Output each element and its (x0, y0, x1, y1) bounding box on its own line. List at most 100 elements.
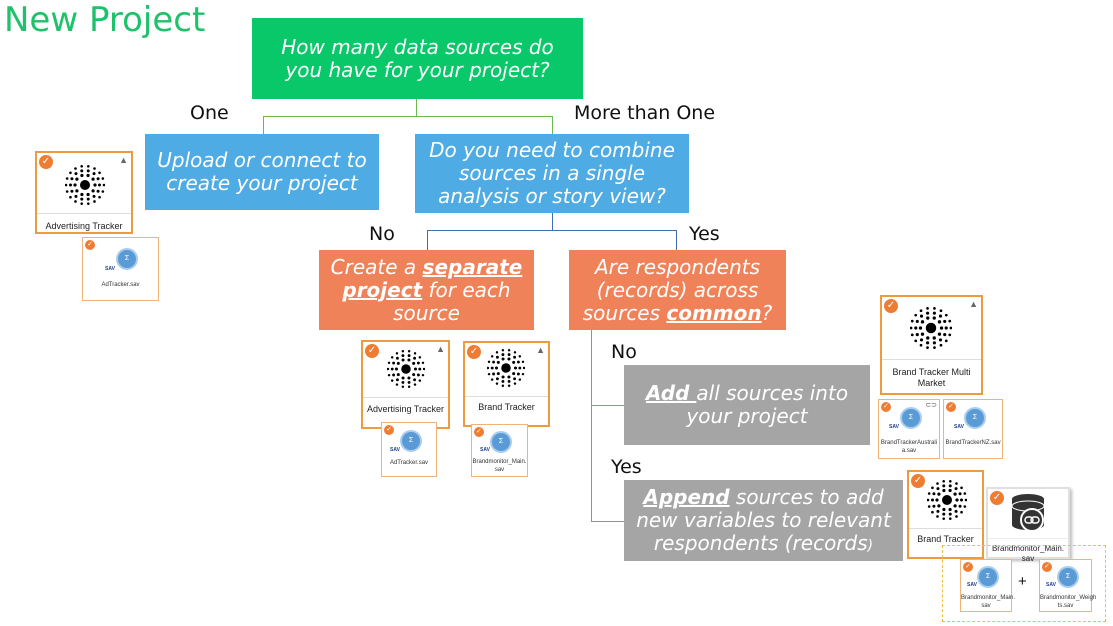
box-text: all sources into (696, 381, 849, 405)
card-divider (465, 396, 548, 397)
file-name-line: a.sav (901, 447, 917, 454)
emphasis-common: common (666, 300, 762, 325)
project-card-brand-tracker[interactable]: ✓ Brand Tracker (907, 470, 984, 559)
spss-file-icon: Σ (964, 407, 986, 429)
project-card-advertising-tracker[interactable]: ✓ ▲ Advertising Tracker (361, 340, 450, 429)
sav-tag: SAV (105, 266, 115, 272)
file-name: BrandTrackerNZ.sav (945, 440, 1001, 446)
card-title: Advertising Tracker (366, 404, 445, 414)
sav-file-card[interactable]: ✓ Σ SAV BrandTrackerNZ.sav (943, 399, 1003, 459)
card-title: Advertising Tracker (45, 221, 123, 231)
sav-tag: SAV (967, 582, 977, 588)
connector-line (263, 116, 264, 134)
connector-line (552, 116, 553, 134)
box-line: you have for your project? (285, 57, 550, 82)
box-line: Upload or connect to (157, 148, 367, 172)
check-icon: ✓ (884, 299, 898, 313)
project-logo-icon (927, 480, 967, 520)
sav-tag: SAV (954, 424, 964, 430)
project-logo-icon (487, 349, 525, 387)
file-name-line: BrandTrackerAustrali (880, 440, 938, 446)
emphasis-add: Add (645, 381, 697, 405)
connector-line (416, 98, 417, 116)
user-icon: ▲ (969, 299, 978, 309)
file-name: Brandmonitor_Main.sav (961, 595, 1015, 611)
card-divider (909, 528, 982, 529)
card-title-line: Market (917, 377, 946, 388)
sav-tag: SAV (1046, 582, 1056, 588)
sav-file-card[interactable]: ✓ Σ SAV AdTracker.sav (82, 237, 159, 301)
project-card-brandmonitor-main[interactable]: ✓ Brandmonitor_Main.sav (986, 487, 1070, 563)
plus-sign: + (1018, 573, 1027, 590)
check-icon: ✓ (39, 155, 53, 169)
label-more-than-one: More than One (574, 102, 716, 124)
box-text: ) (867, 538, 874, 554)
user-icon: ▲ (119, 155, 128, 165)
spss-file-icon: Σ (1057, 566, 1079, 588)
sav-file-card[interactable]: ✓ Σ SAV Brandmonitor_Main.sav (960, 559, 1015, 612)
spss-file-icon: Σ (900, 407, 922, 429)
emphasis-separate: separate (422, 254, 523, 279)
file-name-line: sav (981, 602, 991, 609)
connector-line (427, 230, 428, 250)
card-divider (988, 538, 1068, 539)
page-title: New Project (4, 0, 206, 40)
connector-line (427, 230, 677, 231)
check-icon: ✓ (365, 344, 379, 358)
project-logo-icon (387, 350, 425, 388)
box-text: Create a (330, 254, 423, 279)
card-title: Brand Tracker (478, 402, 535, 412)
card-divider (882, 359, 981, 360)
check-icon: ✓ (990, 491, 1004, 505)
check-icon: ✓ (467, 345, 481, 359)
box-line: (records) across (596, 277, 759, 302)
box-text: sources (582, 300, 667, 325)
file-name-line: Brandmonitor_Main. (472, 459, 527, 465)
box-line: source (393, 300, 460, 325)
sav-file-card[interactable]: ✓ Σ SAV Brandmonitor_Main.sav (471, 424, 528, 477)
card-title: Brand Tracker (917, 534, 974, 544)
check-icon: ✓ (474, 427, 484, 437)
label-one: One (190, 102, 229, 124)
sav-tag: SAV (390, 447, 400, 453)
box-line: How many data sources do (281, 34, 554, 59)
box-line: new variables to relevant (636, 508, 891, 532)
check-icon: ✓ (881, 402, 891, 412)
user-icon: ▲ (536, 345, 545, 355)
box-line: Are respondents (594, 254, 761, 279)
connector-line (591, 405, 624, 406)
spss-file-icon: Σ (116, 248, 138, 270)
card-divider (37, 213, 131, 214)
spss-file-icon: Σ (490, 431, 512, 453)
check-icon: ✓ (963, 562, 973, 572)
file-name: AdTracker.sav (101, 282, 140, 288)
sav-tag: SAV (889, 424, 899, 430)
appended-sources-group (942, 545, 1106, 622)
project-card-brand-tracker[interactable]: ✓ ▲ Brand Tracker (463, 341, 550, 427)
label-no: No (611, 341, 637, 363)
check-icon: ✓ (384, 425, 394, 435)
box-line: your project (686, 404, 808, 428)
connector-line (591, 521, 624, 522)
file-name-line: Brandmonitor_Main. (961, 595, 1016, 601)
user-icon: ▲ (436, 344, 445, 354)
box-line: Do you need to combine (429, 138, 675, 162)
connector-line (552, 213, 553, 230)
label-yes: Yes (611, 456, 642, 478)
box-line: analysis or story view? (438, 184, 666, 208)
project-card-advertising-tracker[interactable]: ✓ ▲ Advertising Tracker (35, 151, 133, 234)
box-text: sources to add (729, 485, 884, 509)
card-divider (363, 397, 448, 398)
connector-line (591, 330, 592, 522)
sav-file-card[interactable]: ✓ Σ SAV AdTracker.sav (381, 422, 437, 477)
